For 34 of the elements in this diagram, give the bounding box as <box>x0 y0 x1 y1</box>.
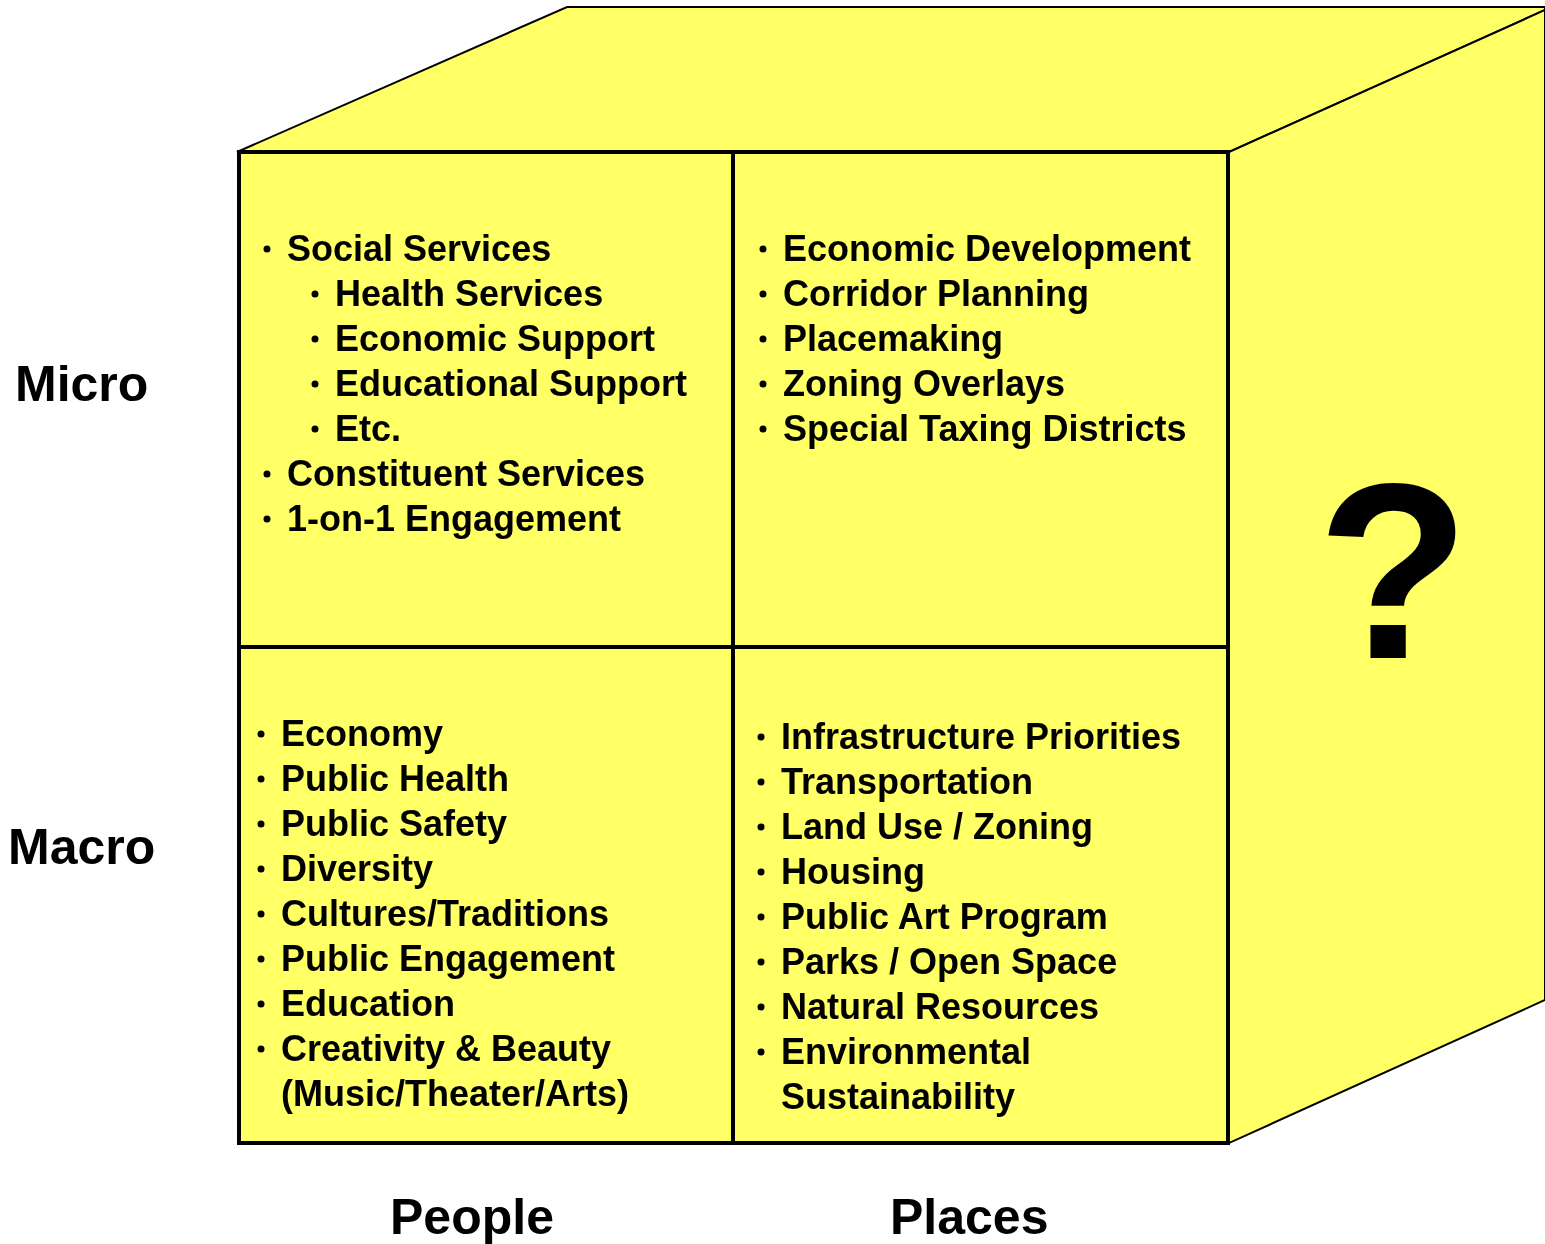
column-label: Places <box>890 1188 1049 1244</box>
bullet-item: Public Engagement <box>257 936 719 981</box>
bullet-item: Economic Development <box>759 226 1214 271</box>
bullet-item: Diversity <box>257 846 719 891</box>
bullet-item: Constituent Services <box>263 451 719 496</box>
question-mark: ? <box>1317 447 1470 697</box>
bullet-item: Natural Resources <box>757 984 1214 1029</box>
bullet-item: Parks / Open Space <box>757 939 1214 984</box>
bullet-item: Health Services <box>311 271 719 316</box>
bullet-item: Cultures/Traditions <box>257 891 719 936</box>
bullet-item: Transportation <box>757 759 1214 804</box>
bullet-item: Public Health <box>257 756 719 801</box>
bullet-item: Special Taxing Districts <box>759 406 1214 451</box>
bullet-item: Creativity & Beauty (Music/Theater/Arts) <box>257 1026 641 1116</box>
bullet-item: Educational Support <box>311 361 719 406</box>
bullet-item: Public Art Program <box>757 894 1214 939</box>
bullet-item: Education <box>257 981 719 1026</box>
row-label: Macro <box>8 818 156 876</box>
bullet-item: Social Services <box>263 226 719 271</box>
bullet-item: Corridor Planning <box>759 271 1214 316</box>
bullet-item: Environmental Sustainability <box>757 1029 1071 1119</box>
bullet-item: Zoning Overlays <box>759 361 1214 406</box>
bullet-item: Infrastructure Priorities <box>757 714 1214 759</box>
bullet-item: Etc. <box>311 406 719 451</box>
bullet-item: Placemaking <box>759 316 1214 361</box>
column-label: People <box>390 1188 554 1244</box>
bullet-item: Economic Support <box>311 316 719 361</box>
row-label: Micro <box>15 355 149 413</box>
bullet-item: Housing <box>757 849 1214 894</box>
bullet-item: Land Use / Zoning <box>757 804 1214 849</box>
cube-side-face <box>1229 7 1545 1145</box>
bullet-item: Public Safety <box>257 801 719 846</box>
bullet-item: 1-on-1 Engagement <box>263 496 719 541</box>
bullet-item: Economy <box>257 711 719 756</box>
